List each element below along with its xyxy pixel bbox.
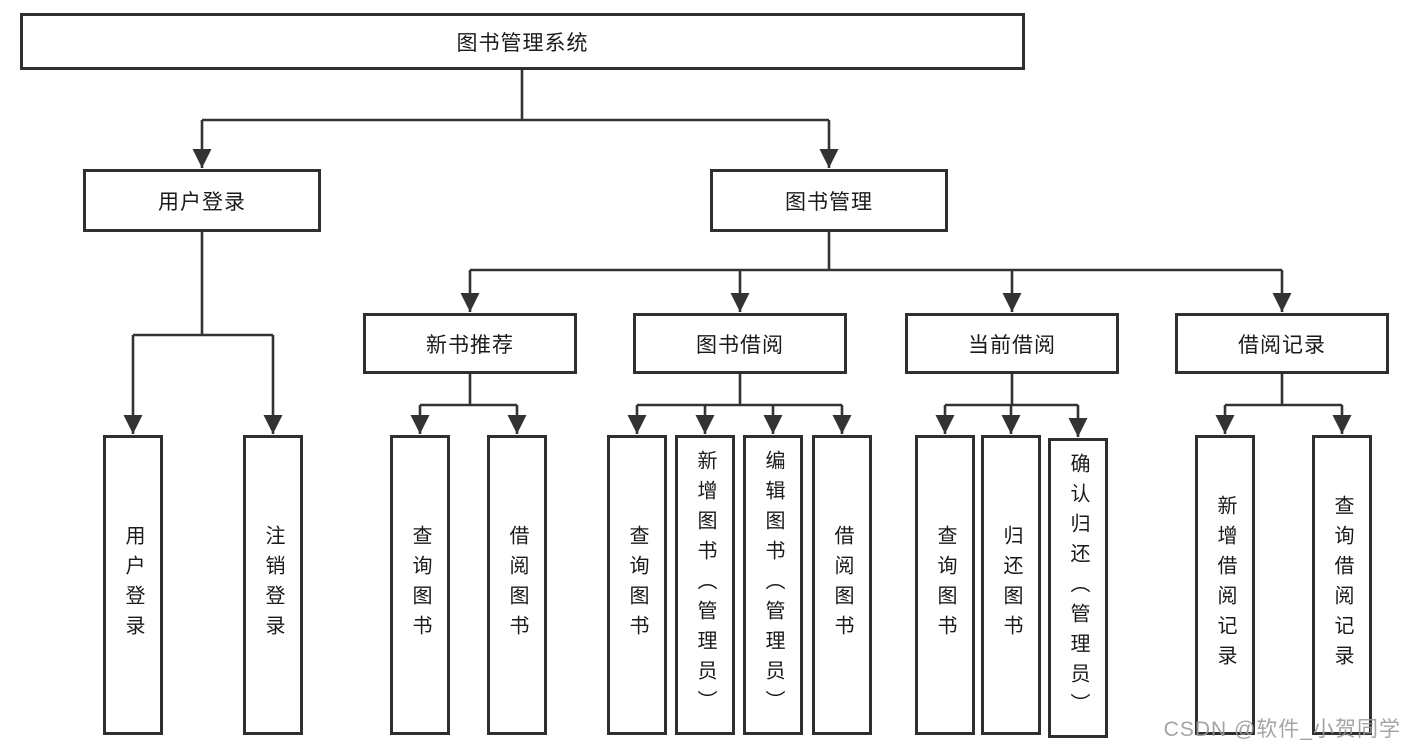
node-leaf-borrow-book-1: 借阅图书 [487,435,547,735]
node-leaf-query-book-3: 查询图书 [915,435,975,735]
node-leaf-return-book: 归还图书 [981,435,1041,735]
node-leaf-query-book-2: 查询图书 [607,435,667,735]
node-leaf-borrow-book-2: 借阅图书 [812,435,872,735]
node-leaf-query-book-1: 查询图书 [390,435,450,735]
node-book-management: 图书管理 [710,169,948,232]
csdn-watermark: CSDN @软件_小贺同学 [1163,718,1401,741]
node-leaf-confirm-return-admin: 确认归还（管理员） [1048,438,1108,738]
node-new-book-recommend: 新书推荐 [363,313,577,374]
node-leaf-logout: 注销登录 [243,435,303,735]
node-library-system: 图书管理系统 [20,13,1025,70]
node-current-borrow: 当前借阅 [905,313,1119,374]
node-leaf-query-borrow-record: 查询借阅记录 [1312,435,1372,735]
node-book-borrow: 图书借阅 [633,313,847,374]
node-leaf-add-book-admin: 新增图书（管理员） [675,435,735,735]
node-leaf-edit-book-admin: 编辑图书（管理员） [743,435,803,735]
node-borrow-records: 借阅记录 [1175,313,1389,374]
node-leaf-add-borrow-record: 新增借阅记录 [1195,435,1255,735]
node-user-login: 用户登录 [83,169,321,232]
node-leaf-user-login: 用户登录 [103,435,163,735]
